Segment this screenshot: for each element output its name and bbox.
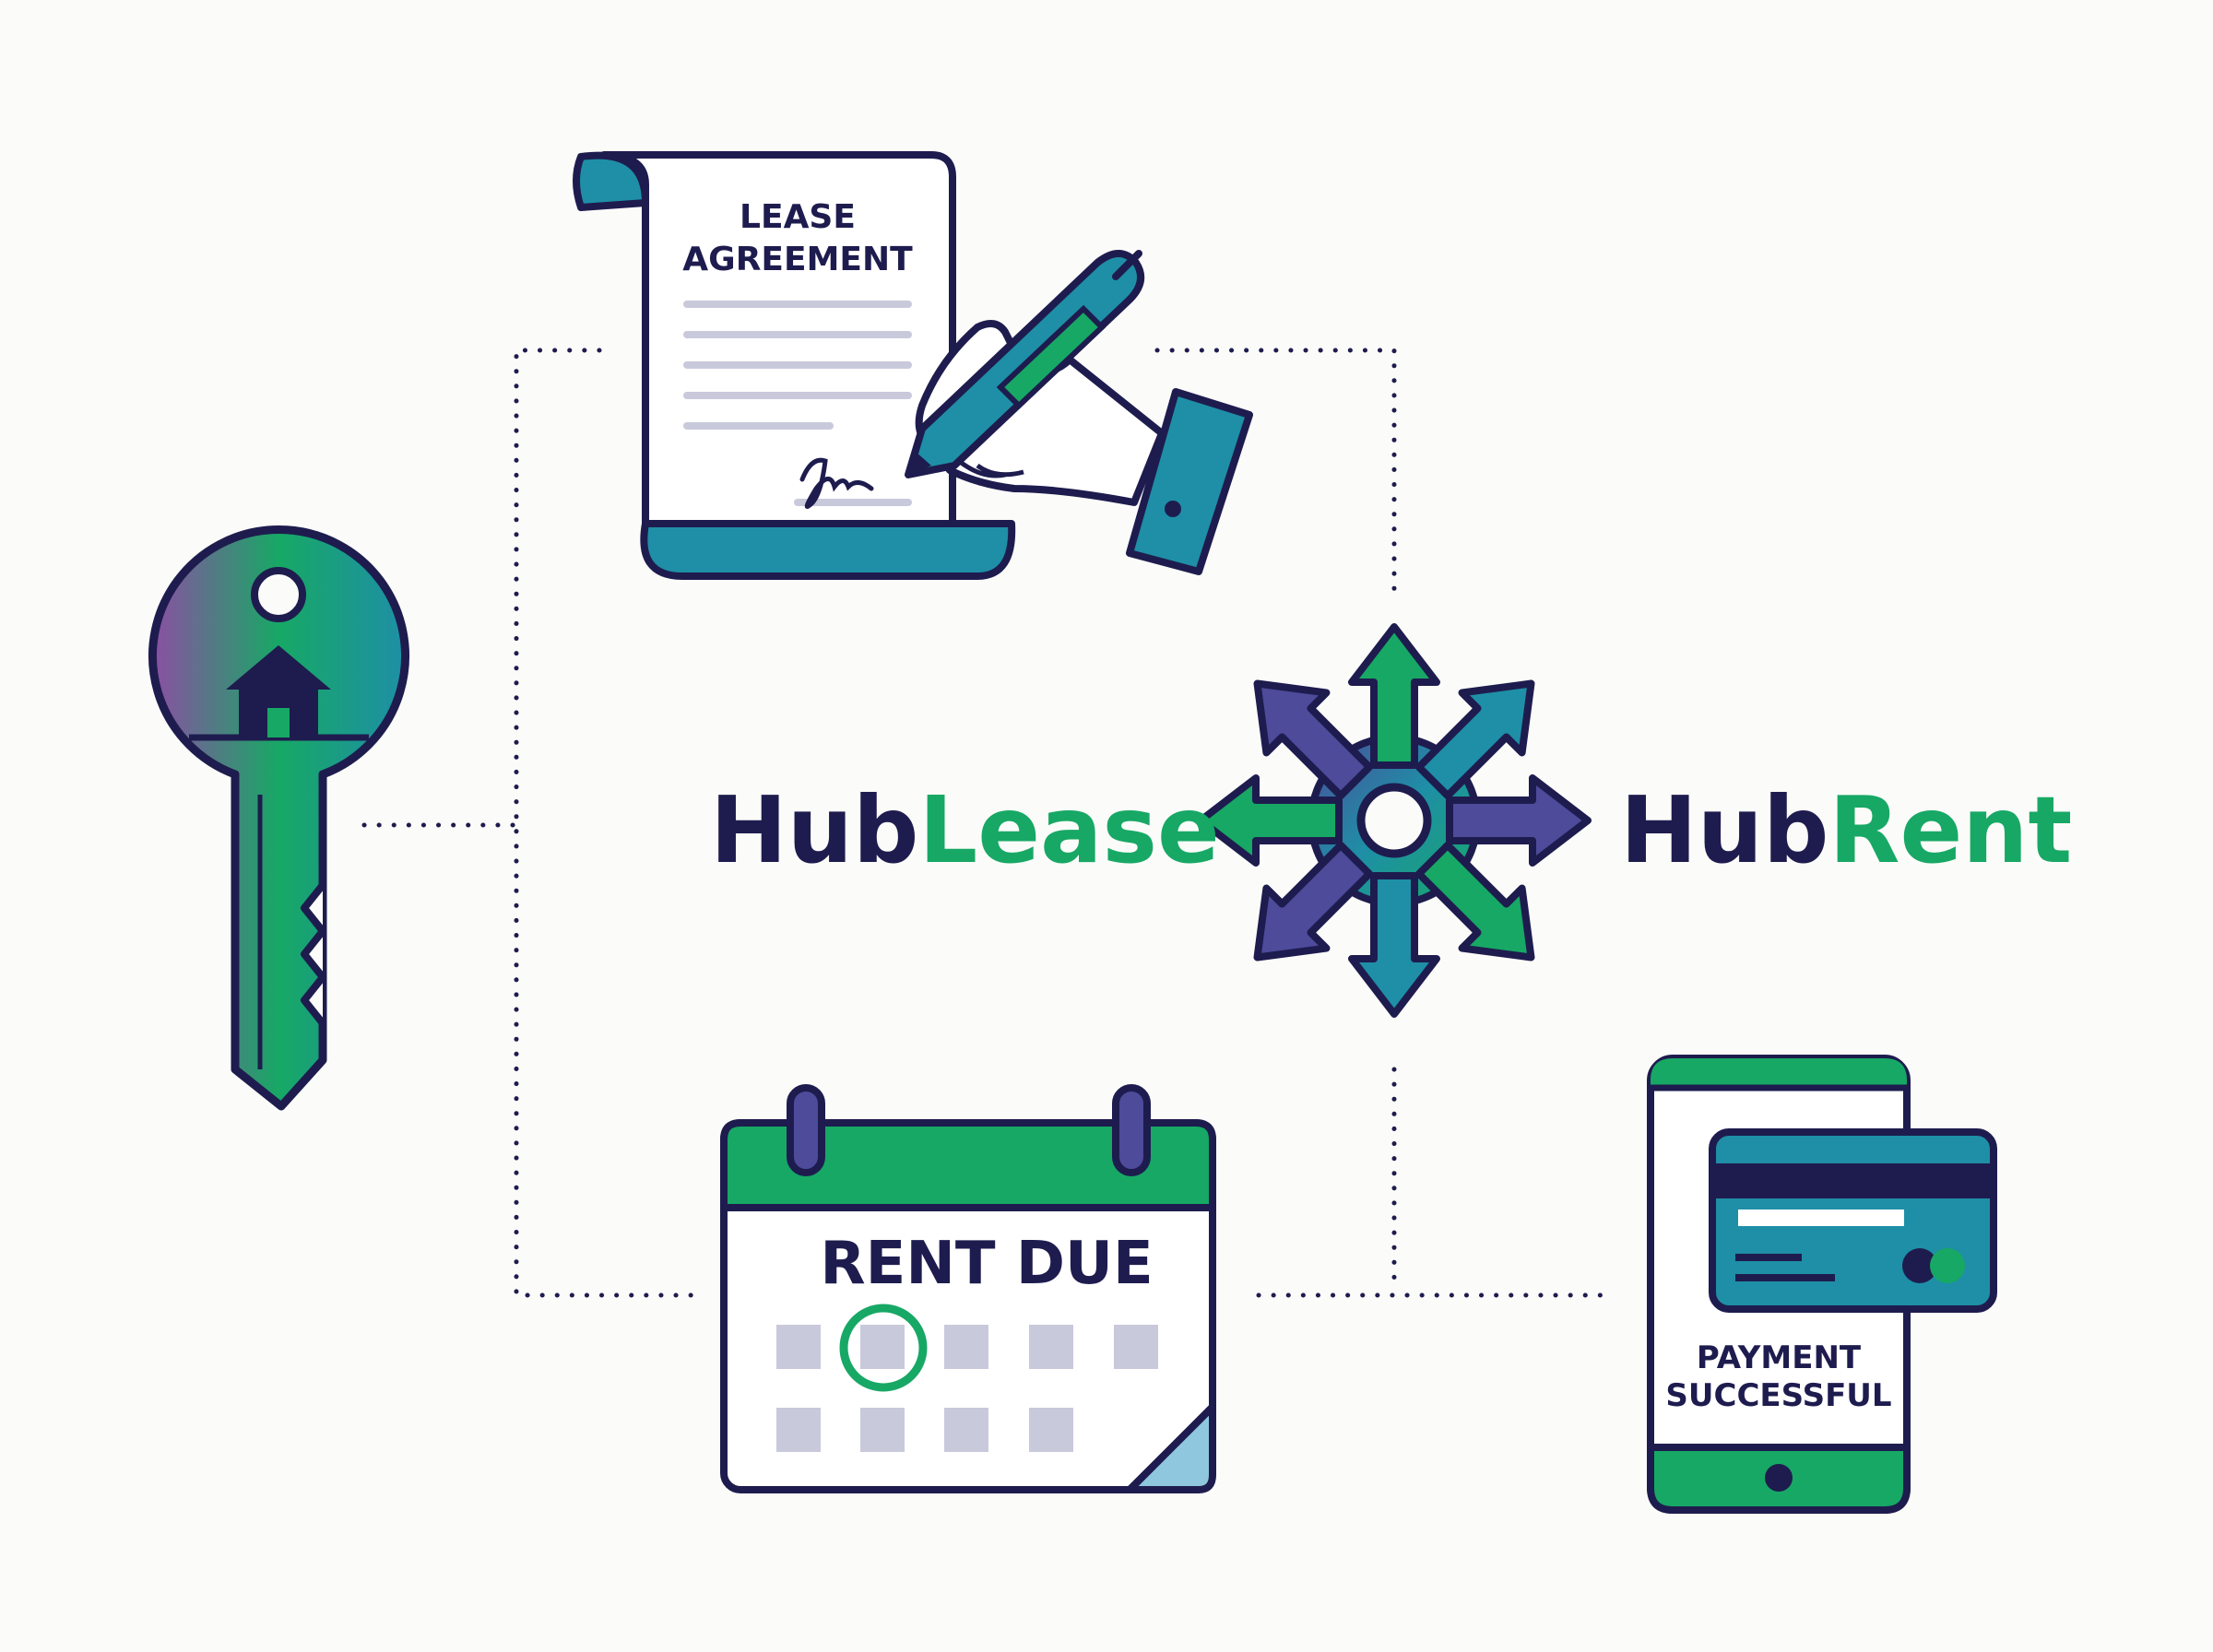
calendar-day xyxy=(944,1325,988,1369)
hubrent-logo: HubRent xyxy=(1620,776,2072,884)
connector-lines xyxy=(361,348,1612,1298)
calendar-day xyxy=(860,1325,905,1369)
hub-arrow-arm xyxy=(1414,679,1535,800)
hub-arrow-arm xyxy=(1348,872,1440,1018)
hublease-part1: Hub xyxy=(710,776,918,884)
payment-line2: SUCCESSFUL xyxy=(1665,1377,1891,1414)
lease-document-icon: LEASE AGREEMENT xyxy=(573,151,1016,580)
due-date-marker xyxy=(839,1304,928,1392)
hubrent-part2: Rent xyxy=(1828,776,2072,884)
calendar-icon: RENT DUE xyxy=(720,1084,1216,1493)
hub-arrow-arm xyxy=(1253,841,1374,962)
rent-due-title: RENT DUE xyxy=(820,1230,1153,1298)
pen-icon xyxy=(905,250,1145,478)
calendar-day xyxy=(944,1408,988,1452)
calendar-day xyxy=(1029,1408,1073,1452)
hub-arrow-arm xyxy=(1197,774,1343,867)
hub-arrow-arm xyxy=(1253,679,1374,800)
signing-hand-icon xyxy=(915,320,1253,575)
document-text-lines xyxy=(683,301,912,506)
hublease-part2: Lease xyxy=(918,776,1219,884)
credit-card-icon xyxy=(1709,1128,1997,1313)
calendar-day xyxy=(1114,1325,1158,1369)
calendar-day-grid xyxy=(776,1325,1158,1452)
hub-arrow-arm xyxy=(1446,774,1592,867)
hub-arrow-arm xyxy=(1348,623,1440,769)
hub-arrow-arm xyxy=(1414,841,1535,962)
signature xyxy=(799,457,874,509)
payment-line1: PAYMENT xyxy=(1697,1339,1862,1376)
calendar-day xyxy=(776,1325,821,1369)
lease-title-line1: LEASE xyxy=(740,198,856,236)
hublease-logo: HubLease xyxy=(710,776,1220,884)
hub-arrows-icon xyxy=(1197,623,1592,1018)
calendar-day xyxy=(860,1408,905,1452)
lease-title-line2: AGREEMENT xyxy=(682,241,913,278)
calendar-day xyxy=(776,1408,821,1452)
calendar-day xyxy=(1029,1325,1073,1369)
house-key-icon xyxy=(148,525,409,1111)
hubrent-part1: Hub xyxy=(1620,776,1828,884)
